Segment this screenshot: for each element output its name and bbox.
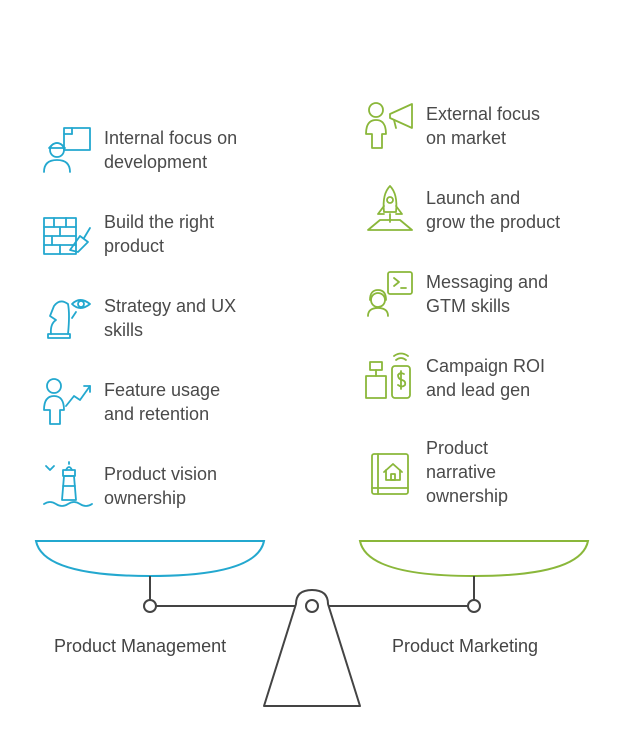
product-management-caption: Product Management xyxy=(54,636,227,656)
pm-item-strategy-ux: Strategy and UX skills xyxy=(42,292,236,344)
pm-item-label: Feature usage and retention xyxy=(104,380,221,424)
pmm-item-campaign-roi: Campaign ROI and lead gen xyxy=(364,352,545,404)
engineer-blueprint-icon xyxy=(42,124,94,176)
pmm-item-launch-grow: Launch and grow the product xyxy=(364,184,560,236)
right-scale-pan xyxy=(358,540,590,578)
pm-item-label: Build the right product xyxy=(104,212,215,256)
left-scale-pan xyxy=(34,540,266,578)
right-beam-joint xyxy=(467,599,481,613)
pm-item-build-right-product: Build the right product xyxy=(42,208,214,260)
pmm-item-label: Product narrative ownership xyxy=(426,438,509,506)
product-marketing-caption: Product Marketing xyxy=(392,636,539,656)
person-megaphone-icon xyxy=(364,100,416,152)
brick-wall-trowel-icon xyxy=(42,208,94,260)
cash-register-phone-icon xyxy=(364,352,416,404)
rocket-launch-icon xyxy=(364,184,416,236)
pm-item-label: Product vision ownership xyxy=(104,464,218,508)
pm-item-label: Internal focus on development xyxy=(104,128,238,172)
pm-item-feature-usage: Feature usage and retention xyxy=(42,376,220,428)
pmm-item-label: Launch and grow the product xyxy=(426,188,561,232)
book-house-icon xyxy=(364,446,416,498)
chess-knight-eye-icon xyxy=(42,292,94,344)
fulcrum-pivot xyxy=(305,599,319,613)
pmm-item-external-focus: External focus on market xyxy=(364,100,540,152)
pm-item-product-vision: Product vision ownership xyxy=(42,460,217,512)
pmm-item-label: Messaging and GTM skills xyxy=(426,272,549,316)
left-beam-joint xyxy=(143,599,157,613)
scale-fulcrum xyxy=(263,589,361,707)
pmm-item-label: External focus on market xyxy=(426,104,541,148)
pmm-item-product-narrative: Product narrative ownership xyxy=(364,436,508,508)
person-terminal-icon xyxy=(364,268,416,320)
lighthouse-icon xyxy=(42,460,94,512)
person-growth-arrow-icon xyxy=(42,376,94,428)
pm-item-label: Strategy and UX skills xyxy=(104,296,237,340)
pmm-item-messaging-gtm: Messaging and GTM skills xyxy=(364,268,548,320)
pmm-item-label: Campaign ROI and lead gen xyxy=(426,356,546,400)
pm-item-internal-focus: Internal focus on development xyxy=(42,124,237,176)
